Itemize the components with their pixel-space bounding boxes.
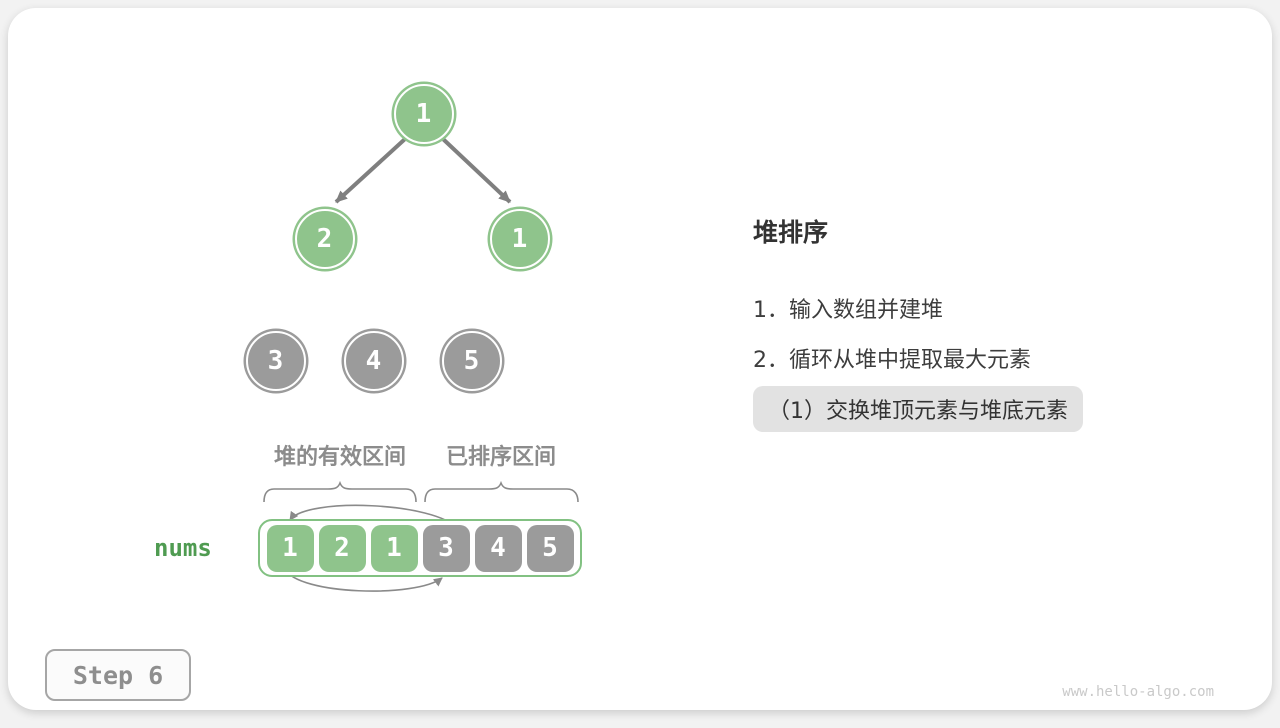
step-badge: Step 6: [45, 649, 191, 701]
tree-node-value: 3: [267, 345, 284, 376]
array-name-label: nums: [154, 534, 212, 562]
array-cell-value: 3: [438, 533, 454, 563]
tree-node-sorted-5: 5: [441, 330, 502, 391]
algorithm-step-2: 2．循环从堆中提取最大元素: [753, 348, 1031, 373]
tree-edge-root-left: [334, 137, 407, 204]
sorted-region-label: 已排序区间: [445, 445, 556, 470]
tree-node-value: 1: [415, 98, 432, 129]
array-cell-value: 1: [282, 533, 298, 563]
array-cell-0: 1: [266, 524, 314, 572]
tree-node-value: 2: [316, 223, 333, 254]
tree-node-sorted-3: 3: [245, 330, 306, 391]
array-cell-value: 5: [542, 533, 558, 563]
array-cell-5: 5: [526, 524, 574, 572]
tree-node-root: 1: [393, 83, 454, 144]
heap-region-brace: [263, 480, 417, 503]
tree-node-value: 1: [511, 223, 528, 254]
algorithm-step-1: 1．输入数组并建堆: [753, 298, 943, 323]
diagram-overlay: [263, 137, 579, 592]
array-cell-value: 2: [334, 533, 350, 563]
array-cell-1: 2: [318, 524, 366, 572]
array-cell-2: 1: [370, 524, 418, 572]
heap-region-label: 堆的有效区间: [273, 445, 406, 470]
sorted-region-brace: [424, 480, 579, 503]
tree-node-value: 5: [463, 345, 480, 376]
tree-edge-root-right: [441, 137, 512, 204]
array-cell-value: 4: [490, 533, 506, 563]
algorithm-title: 堆排序: [753, 218, 829, 247]
tree-node-sorted-4: 4: [343, 330, 404, 391]
array-cell-4: 4: [474, 524, 522, 572]
slide-card: 1 2 1 3 4 5 堆的有效区间 已排序区间 nums 1 2 1 3 4: [8, 8, 1272, 710]
array-cell-value: 1: [386, 533, 402, 563]
nums-array: 1 2 1 3 4 5: [258, 519, 582, 577]
tree-node-value: 4: [365, 345, 382, 376]
watermark: www.hello-algo.com: [1062, 684, 1214, 700]
tree-node-left: 2: [294, 208, 355, 269]
tree-node-right: 1: [489, 208, 550, 269]
array-cell-3: 3: [422, 524, 470, 572]
current-substep-highlight: （1）交换堆顶元素与堆底元素: [753, 386, 1083, 432]
